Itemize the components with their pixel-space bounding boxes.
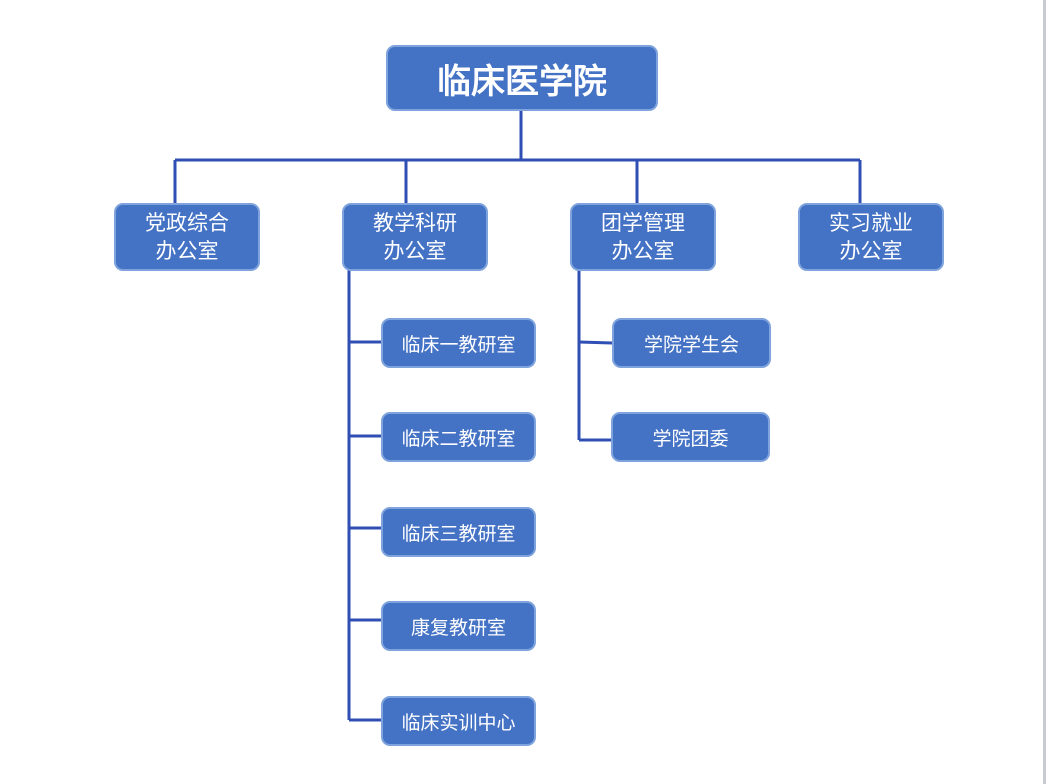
dept-label-line2: 办公室	[611, 239, 675, 263]
dept-label-line1: 实习就业	[829, 211, 913, 235]
teaching-unit-clinical-3: 临床三教研室	[381, 507, 536, 557]
root-label: 临床医学院	[437, 61, 607, 102]
unit-label: 康复教研室	[410, 616, 506, 639]
dept-label-line2: 办公室	[155, 239, 219, 263]
dept-student-affairs-office: 团学管理 办公室	[570, 203, 716, 271]
dept-internship-employment-office: 实习就业 办公室	[798, 203, 944, 271]
unit-label: 临床一教研室	[401, 333, 516, 356]
unit-label: 临床三教研室	[401, 522, 516, 545]
unit-label: 临床实训中心	[401, 711, 516, 734]
teaching-unit-rehabilitation: 康复教研室	[381, 601, 536, 651]
dept-teaching-research-office: 教学科研 办公室	[342, 203, 488, 271]
unit-label: 学院团委	[652, 427, 729, 450]
unit-label: 临床二教研室	[401, 427, 516, 450]
teaching-unit-training-center: 临床实训中心	[381, 696, 536, 746]
student-branch-1	[578, 340, 613, 345]
root-node: 临床医学院	[386, 45, 658, 111]
student-unit-union: 学院学生会	[612, 318, 771, 368]
student-unit-youth-league: 学院团委	[611, 412, 770, 462]
dept-label-line1: 党政综合	[145, 211, 229, 235]
dept-label-line1: 教学科研	[373, 211, 457, 235]
dept-label-line2: 办公室	[839, 239, 903, 263]
unit-label: 学院学生会	[643, 333, 739, 356]
page-edge	[1043, 0, 1046, 784]
dept-label-line2: 办公室	[383, 239, 447, 263]
teaching-unit-clinical-1: 临床一教研室	[381, 318, 536, 368]
dept-label-line1: 团学管理	[601, 211, 685, 235]
teaching-unit-clinical-2: 临床二教研室	[381, 412, 536, 462]
dept-party-office: 党政综合 办公室	[114, 203, 260, 271]
